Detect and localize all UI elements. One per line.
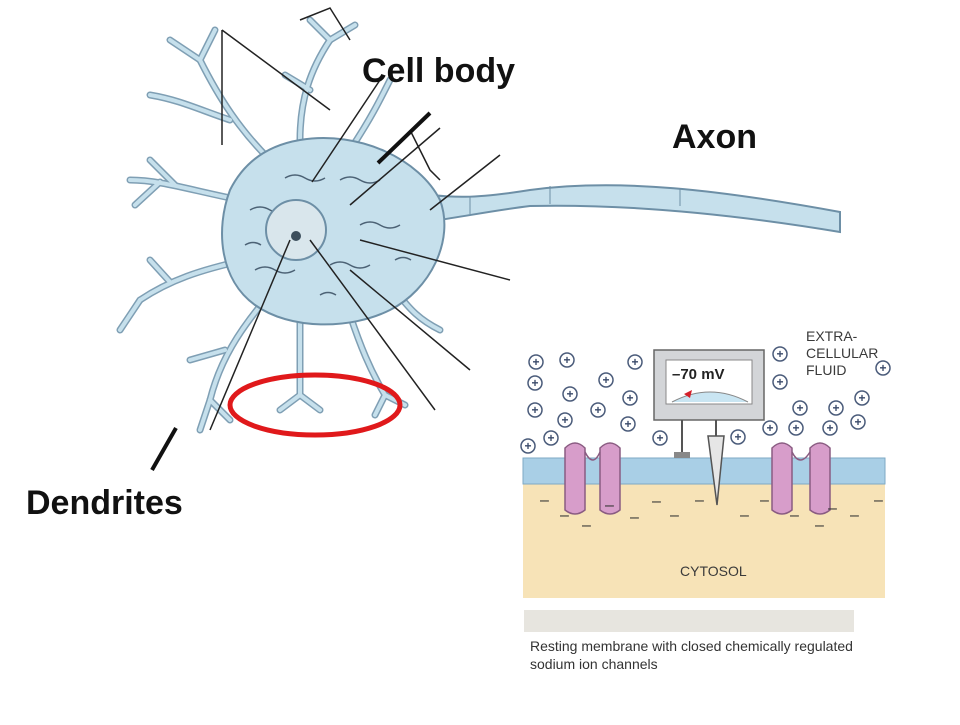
label-pointers bbox=[150, 111, 432, 471]
label-cell-body: Cell body bbox=[362, 52, 516, 90]
extracellular-fluid-label: EXTRA- CELLULAR FLUID bbox=[806, 328, 879, 378]
positive-ion: + bbox=[622, 390, 638, 406]
svg-text:+: + bbox=[854, 415, 861, 429]
svg-text:+: + bbox=[594, 403, 601, 417]
positive-ion: + bbox=[762, 420, 778, 436]
svg-text:+: + bbox=[766, 421, 773, 435]
svg-text:+: + bbox=[832, 401, 839, 415]
svg-text:+: + bbox=[602, 373, 609, 387]
negative-ions: ––––––––––––––– bbox=[540, 492, 883, 534]
negative-ion: – bbox=[605, 497, 614, 514]
svg-text:+: + bbox=[624, 417, 631, 431]
voltmeter bbox=[653, 349, 765, 506]
negative-ion: – bbox=[850, 507, 859, 524]
svg-text:+: + bbox=[531, 403, 538, 417]
svg-text:+: + bbox=[656, 431, 663, 445]
negative-ion: – bbox=[740, 507, 749, 524]
positive-ion: + bbox=[559, 352, 575, 368]
positive-ion: + bbox=[850, 414, 866, 430]
leader-lines bbox=[209, 7, 511, 431]
positive-ion: + bbox=[590, 402, 606, 418]
positive-ion: + bbox=[828, 400, 844, 416]
svg-text:+: + bbox=[879, 361, 886, 375]
positive-ion: + bbox=[627, 354, 643, 370]
svg-text:+: + bbox=[776, 375, 783, 389]
positive-ion: + bbox=[772, 374, 788, 390]
cytosol-label: CYTOSOL bbox=[680, 563, 747, 579]
negative-ion: – bbox=[695, 492, 704, 509]
nucleus bbox=[265, 199, 327, 261]
negative-ion: – bbox=[874, 492, 883, 509]
sodium-channel-right bbox=[771, 442, 831, 515]
inset-caption: Resting membrane with closed chemically … bbox=[530, 638, 853, 672]
svg-text:+: + bbox=[524, 439, 531, 453]
svg-text:+: + bbox=[734, 430, 741, 444]
caption-bar bbox=[524, 610, 854, 632]
svg-text:+: + bbox=[858, 391, 865, 405]
positive-ion: + bbox=[562, 386, 578, 402]
svg-text:+: + bbox=[561, 413, 568, 427]
positive-ion: + bbox=[788, 420, 804, 436]
negative-ion: – bbox=[760, 492, 769, 509]
positive-ion: + bbox=[875, 360, 891, 376]
negative-ion: – bbox=[828, 500, 837, 517]
svg-text:+: + bbox=[792, 421, 799, 435]
svg-text:+: + bbox=[631, 355, 638, 369]
positive-ion: + bbox=[772, 346, 788, 362]
negative-ion: – bbox=[670, 507, 679, 524]
svg-text:+: + bbox=[566, 387, 573, 401]
negative-ion: – bbox=[790, 507, 799, 524]
positive-ion: + bbox=[527, 402, 543, 418]
cell-body bbox=[221, 137, 446, 326]
label-axon: Axon bbox=[672, 118, 757, 156]
membrane-inset: +++++++++++++++++++++++++ ––––––––––––––… bbox=[520, 346, 891, 598]
svg-text:+: + bbox=[547, 431, 554, 445]
negative-ion: – bbox=[560, 507, 569, 524]
positive-ion: + bbox=[528, 354, 544, 370]
svg-text:+: + bbox=[531, 376, 538, 390]
svg-text:+: + bbox=[776, 347, 783, 361]
label-dendrites: Dendrites bbox=[26, 484, 183, 522]
negative-ion: – bbox=[815, 517, 824, 534]
negative-ion: – bbox=[540, 492, 549, 509]
dendrites-highlight-ellipse bbox=[227, 372, 403, 438]
positive-ion: + bbox=[854, 390, 870, 406]
positive-ion: + bbox=[620, 416, 636, 432]
positive-ion: + bbox=[543, 430, 559, 446]
svg-text:+: + bbox=[796, 401, 803, 415]
positive-ion: + bbox=[730, 429, 746, 445]
nucleolus bbox=[291, 231, 301, 241]
positive-ion: + bbox=[792, 400, 808, 416]
positive-ion: + bbox=[520, 438, 536, 454]
positive-ions: + + + + + + + + + + + + + + + + + + + + + + + + + bbox=[520, 346, 891, 454]
voltage-readout: –70 mV bbox=[672, 366, 725, 383]
svg-text:+: + bbox=[563, 353, 570, 367]
negative-ion: – bbox=[652, 493, 661, 510]
sodium-channel-left bbox=[564, 442, 621, 515]
axon bbox=[399, 184, 841, 234]
svg-text:+: + bbox=[532, 355, 539, 369]
negative-ion: – bbox=[630, 509, 639, 526]
positive-ion: + bbox=[598, 372, 614, 388]
negative-ion: – bbox=[582, 517, 591, 534]
svg-text:+: + bbox=[826, 421, 833, 435]
svg-text:+: + bbox=[626, 391, 633, 405]
positive-ion: + bbox=[652, 430, 668, 446]
positive-ion: + bbox=[822, 420, 838, 436]
positive-ion: + bbox=[557, 412, 573, 428]
positive-ion: + bbox=[527, 375, 543, 391]
